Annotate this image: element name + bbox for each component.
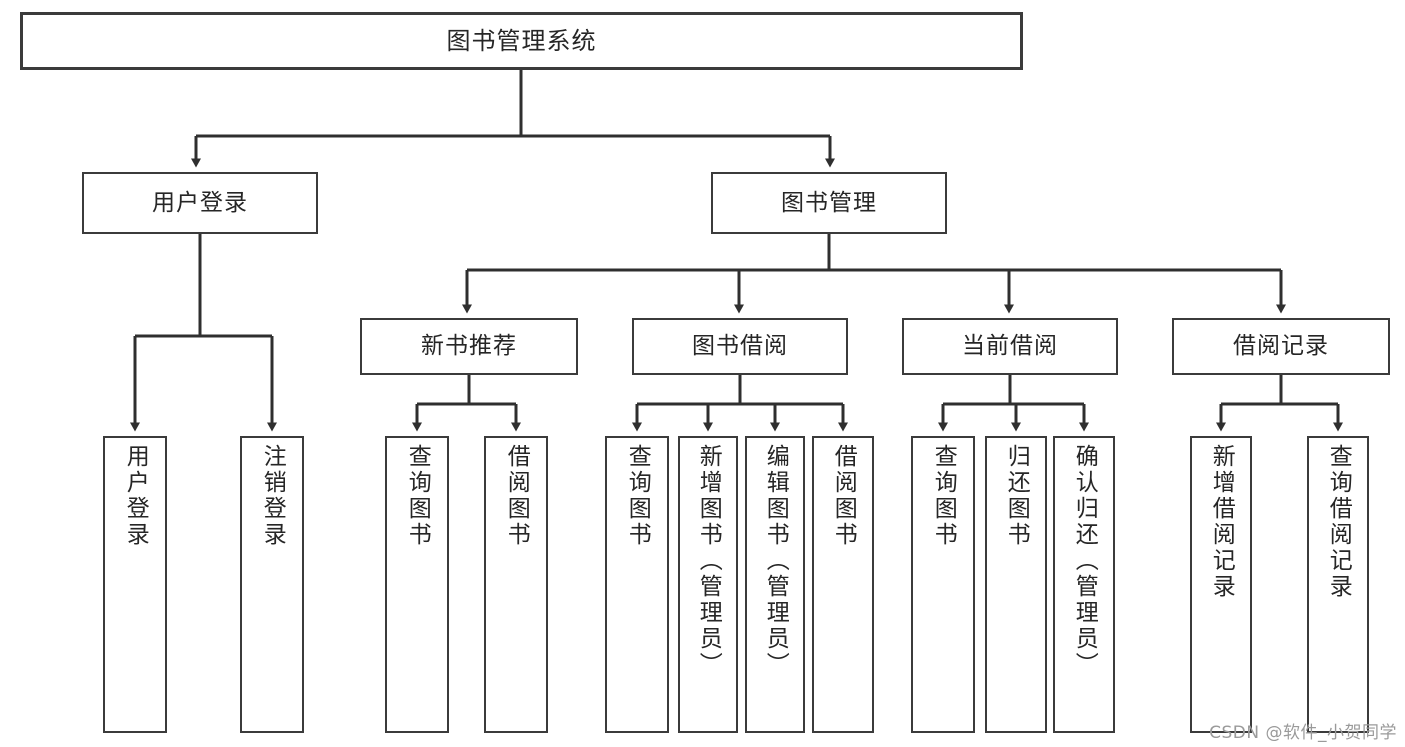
node-leaf-add-borrow-record[interactable]: 新增借阅记录 <box>1190 436 1252 733</box>
node-leaf-user-login[interactable]: 用户登录 <box>103 436 167 733</box>
node-leaf-query-borrow-record[interactable]: 查询借阅记录 <box>1307 436 1369 733</box>
node-leaf-borrow-book-1-label: 借阅图书 <box>503 444 530 548</box>
node-leaf-query-book-2[interactable]: 查询图书 <box>605 436 669 733</box>
node-leaf-query-borrow-record-label: 查询借阅记录 <box>1325 444 1352 600</box>
node-book-manage[interactable]: 图书管理 <box>711 172 947 234</box>
node-leaf-edit-book-label: 编辑图书（管理员） <box>762 444 789 678</box>
node-leaf-edit-book[interactable]: 编辑图书（管理员） <box>745 436 805 733</box>
node-leaf-query-book-1-label: 查询图书 <box>404 444 431 548</box>
node-leaf-borrow-book-2[interactable]: 借阅图书 <box>812 436 874 733</box>
node-leaf-logout-login-label: 注销登录 <box>259 444 286 548</box>
node-leaf-query-book-1[interactable]: 查询图书 <box>385 436 449 733</box>
node-book-manage-label: 图书管理 <box>781 189 877 216</box>
node-leaf-logout-login[interactable]: 注销登录 <box>240 436 304 733</box>
node-leaf-confirm-return-label: 确认归还（管理员） <box>1071 444 1098 678</box>
node-current-borrow-label: 当前借阅 <box>962 333 1058 359</box>
node-new-book-recommend[interactable]: 新书推荐 <box>360 318 578 375</box>
node-leaf-confirm-return[interactable]: 确认归还（管理员） <box>1053 436 1115 733</box>
node-leaf-add-book[interactable]: 新增图书（管理员） <box>678 436 738 733</box>
node-user-login-label: 用户登录 <box>152 189 248 216</box>
node-leaf-query-book-3-label: 查询图书 <box>930 444 957 548</box>
node-borrow-record-label: 借阅记录 <box>1233 333 1329 359</box>
node-borrow-record[interactable]: 借阅记录 <box>1172 318 1390 375</box>
node-leaf-return-book[interactable]: 归还图书 <box>985 436 1047 733</box>
node-leaf-add-book-label: 新增图书（管理员） <box>695 444 722 678</box>
csdn-watermark: CSDN @软件_小贺同学 <box>1209 723 1397 743</box>
node-leaf-borrow-book-1[interactable]: 借阅图书 <box>484 436 548 733</box>
node-book-borrow-label: 图书借阅 <box>692 333 788 359</box>
node-root-label: 图书管理系统 <box>446 27 597 55</box>
node-leaf-return-book-label: 归还图书 <box>1003 444 1030 548</box>
node-root[interactable]: 图书管理系统 <box>20 12 1023 70</box>
node-leaf-user-login-label: 用户登录 <box>122 444 149 548</box>
node-book-borrow[interactable]: 图书借阅 <box>632 318 848 375</box>
node-leaf-query-book-3[interactable]: 查询图书 <box>911 436 975 733</box>
node-current-borrow[interactable]: 当前借阅 <box>902 318 1118 375</box>
node-leaf-query-book-2-label: 查询图书 <box>624 444 651 548</box>
node-leaf-borrow-book-2-label: 借阅图书 <box>830 444 857 548</box>
node-user-login[interactable]: 用户登录 <box>82 172 318 234</box>
node-leaf-add-borrow-record-label: 新增借阅记录 <box>1208 444 1235 600</box>
node-new-book-recommend-label: 新书推荐 <box>421 333 517 359</box>
